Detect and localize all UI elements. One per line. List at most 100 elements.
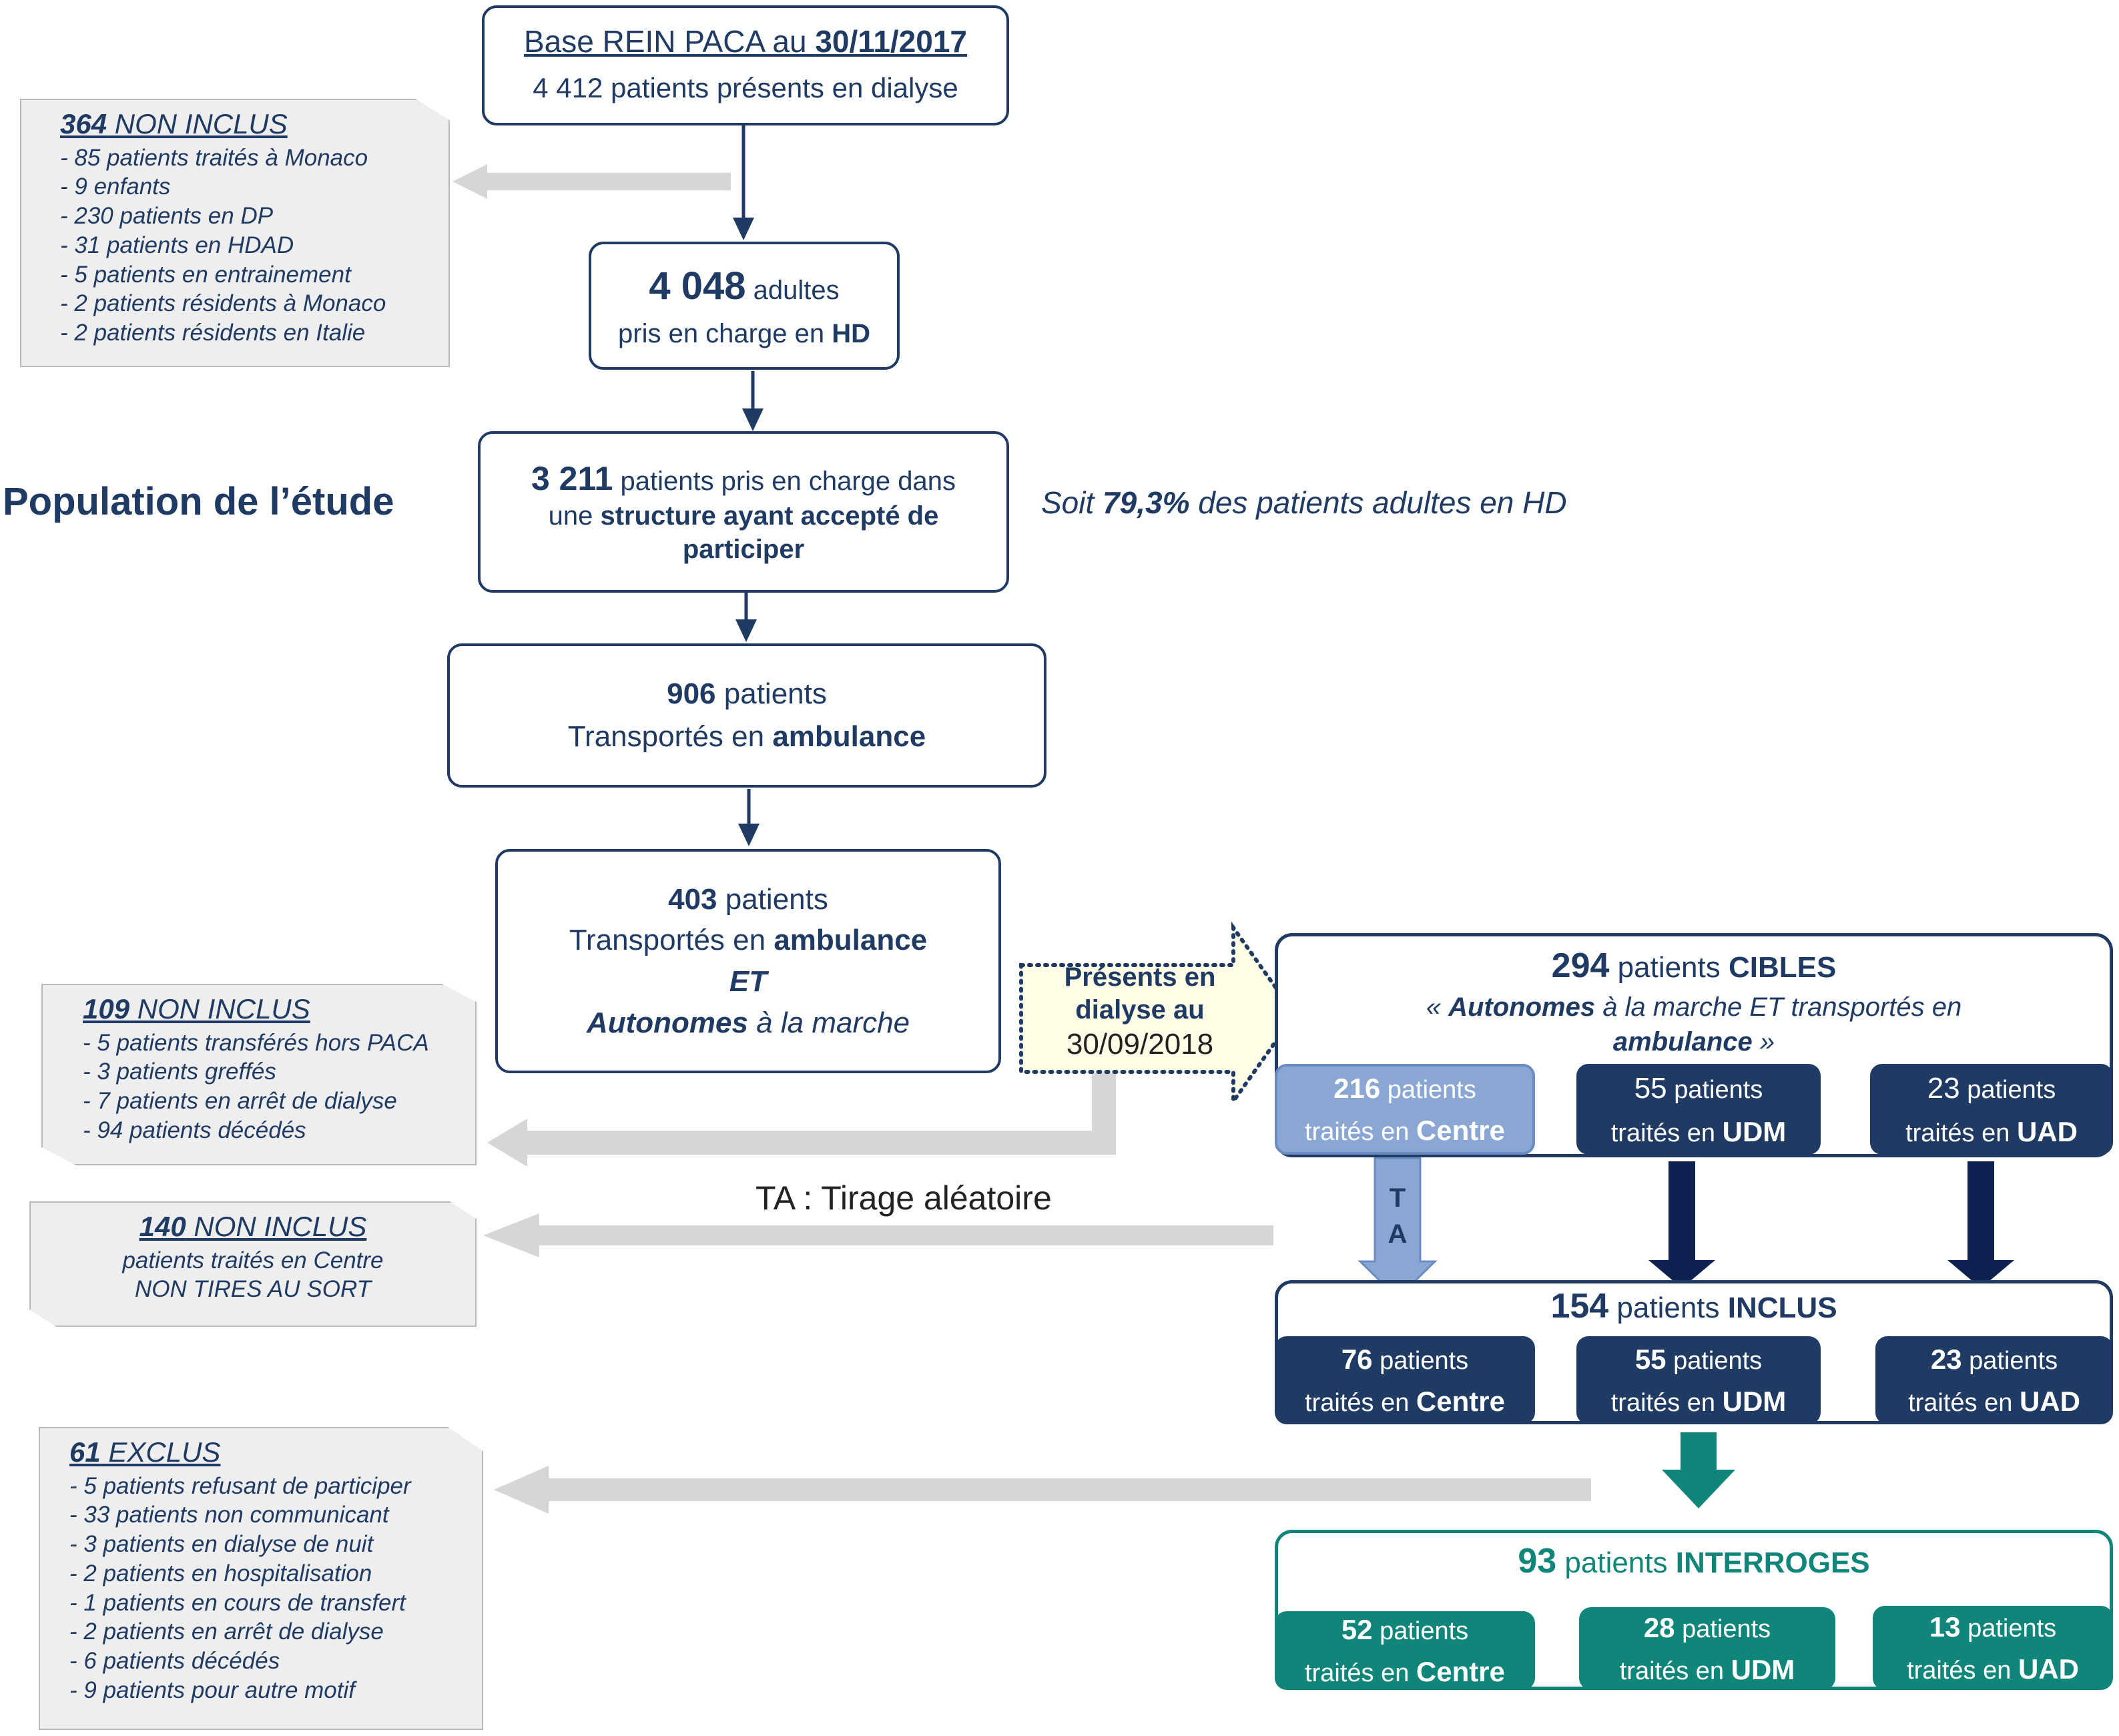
cibles-subtitle: « Autonomes à la marche ET transportés e… (1278, 990, 2110, 1059)
cibles-udm-l1: patients (1667, 1075, 1763, 1104)
list-item: - 5 patients en entrainement (60, 261, 351, 288)
cibles-udm: 55 patients traités en UDM (1576, 1064, 1821, 1155)
interroges-centre-l2b: Centre (1416, 1656, 1505, 1687)
list-item: - 2 patients en hospitalisation (69, 1560, 372, 1586)
inclus-uad: 23 patients traités en UAD (1875, 1336, 2113, 1424)
list-item: - 31 patients en HDAD (60, 232, 294, 258)
inclus-udm: 55 patients traités en UDM (1576, 1336, 1821, 1424)
interroges-centre-num: 52 (1341, 1614, 1373, 1645)
list-item: - 3 patients en dialyse de nuit (69, 1531, 374, 1557)
interroges-uad-l2: traités en (1907, 1657, 2018, 1685)
note1-title: NON INCLUS (107, 108, 288, 139)
ta-arrow-shape (1357, 1157, 1438, 1300)
box-base-rein: Base REIN PACA au 30/11/2017 4 412 patie… (482, 5, 1009, 125)
inclus-udm-l1: patients (1666, 1347, 1763, 1375)
interroges-heading: 93 patients INTERROGES (1278, 1541, 2110, 1581)
list-item: - 2 patients résidents à Monaco (60, 290, 386, 317)
list-item: - 9 enfants (60, 174, 171, 200)
box-ambulance-et-autonomes: 403 patients Transportés en ambulance ET… (495, 849, 1001, 1073)
inclus-l1b: INCLUS (1727, 1291, 1837, 1324)
list-item: - 94 patients décédés (83, 1117, 306, 1143)
inclus-num: 154 (1550, 1287, 1609, 1326)
box5-l3: ET (729, 965, 768, 998)
presents-l1: Présents en (1064, 962, 1216, 992)
note3-num: 140 (139, 1211, 186, 1242)
note2-title: NON INCLUS (129, 993, 310, 1025)
interroges-uad: 13 patients traités en UAD (1873, 1606, 2113, 1690)
list-item: - 9 patients pour autre motif (69, 1677, 355, 1703)
box3-l2a: une (548, 501, 601, 531)
list-item: - 5 patients transférés hors PACA (83, 1029, 429, 1056)
inclus-udm-l2: traités en (1610, 1389, 1723, 1417)
note4-title: EXCLUS (100, 1436, 221, 1468)
inclus-uad-l1: patients (1961, 1347, 2058, 1375)
note3-title: NON INCLUS (186, 1211, 367, 1242)
note2-num: 109 (83, 993, 130, 1025)
list-item: - 1 patients en cours de transfert (69, 1589, 406, 1616)
box3-l2b: structure ayant accepté de (600, 501, 939, 531)
interroges-udm-l2b: UDM (1731, 1654, 1795, 1685)
note2-list: - 5 patients transférés hors PACA - 3 pa… (83, 1029, 462, 1145)
inclus-uad-l2: traités en (1908, 1389, 2020, 1417)
interroges-centre: 52 patients traités en Centre (1275, 1611, 1535, 1690)
list-item: - 230 patients en DP (60, 203, 274, 229)
list-item: - 85 patients traités à Monaco (60, 144, 368, 171)
cibles-num: 294 (1551, 946, 1610, 985)
soit-c: des patients adultes en HD (1189, 485, 1567, 520)
box-transportes-ambulance: 906 patients Transportés en ambulance (447, 643, 1046, 788)
list-item: - 6 patients décédés (69, 1648, 280, 1674)
interroges-l1b: INTERROGES (1675, 1546, 1870, 1579)
cibles-l1a: patients (1609, 951, 1729, 984)
ta-arrow-letters: T A (1375, 1180, 1420, 1252)
interroges-udm: 28 patients traités en UDM (1579, 1607, 1835, 1690)
cibles-l2a: « (1426, 992, 1449, 1022)
box5-l1: patients (717, 882, 828, 916)
cibles-uad-l1: patients (1959, 1075, 2056, 1104)
cibles-uad-l2: traités en (1905, 1119, 2017, 1147)
presents-arrow-shape (1019, 921, 1297, 1108)
cibles-centre-l2b: Centre (1416, 1115, 1505, 1146)
population-label: Population de l’étude (3, 480, 394, 523)
box4-l2b: ambulance (772, 720, 926, 753)
inclus-centre-l2: traités en (1305, 1389, 1416, 1417)
box4-l2a: Transportés en (567, 720, 773, 753)
box2-l2b: HD (832, 319, 870, 349)
chain-arrow-4 (738, 789, 760, 846)
list-item: - 2 patients en arrêt de dialyse (69, 1619, 384, 1645)
interroges-udm-l1: patients (1675, 1615, 1771, 1643)
chain-arrow-3 (735, 591, 757, 642)
ta-label: TA : Tirage aléatoire (755, 1179, 1052, 1217)
inclus-centre-l1: patients (1372, 1347, 1469, 1375)
interroges-centre-l1: patients (1372, 1617, 1469, 1645)
box2-l1: adultes (745, 275, 840, 305)
cibles-centre-l1: patients (1380, 1076, 1476, 1104)
inclus-udm-l2b: UDM (1722, 1386, 1787, 1417)
cibles-centre-num: 216 (1333, 1073, 1381, 1104)
cibles-l3b: » (1752, 1027, 1775, 1057)
inclus-uad-l2b: UAD (2019, 1386, 2080, 1417)
inclus-udm-num: 55 (1634, 1344, 1667, 1375)
interroges-num: 93 (1518, 1542, 1557, 1580)
interroges-l1a: patients (1556, 1546, 1676, 1579)
note-61-exclus: 61 EXCLUS - 5 patients refusant de parti… (39, 1427, 483, 1730)
note-109-non-inclus: 109 NON INCLUS - 5 patients transférés h… (41, 984, 477, 1165)
box5-l4a: Autonomes (586, 1006, 748, 1039)
cibles-uad-l2b: UAD (2016, 1115, 2078, 1147)
presents-l2: dialyse au (1075, 994, 1205, 1025)
list-item: - 7 patients en arrêt de dialyse (83, 1088, 397, 1114)
cibles-l2b: Autonomes (1448, 992, 1596, 1022)
box3-l1: patients pris en charge dans (613, 466, 956, 496)
exclusion-arrow-1 (452, 164, 731, 199)
udm-down-arrow (1648, 1161, 1715, 1288)
cibles-centre: 216 patients traités en Centre (1275, 1064, 1535, 1155)
note3-l2: NON TIRES AU SORT (135, 1276, 371, 1303)
note-364-non-inclus: 364 NON INCLUS - 85 patients traités à M… (20, 99, 450, 367)
exclusion-arrow-2 (487, 1073, 1116, 1167)
chain-arrow-1 (733, 124, 754, 240)
soit-b: 79,3% (1103, 485, 1190, 520)
box2-l2a: pris en charge en (618, 319, 832, 349)
presents-label: Présents en dialyse au 30/09/2018 (1033, 961, 1247, 1062)
cibles-l3: ambulance (1612, 1027, 1753, 1057)
interroges-centre-l2: traités en (1305, 1659, 1416, 1687)
